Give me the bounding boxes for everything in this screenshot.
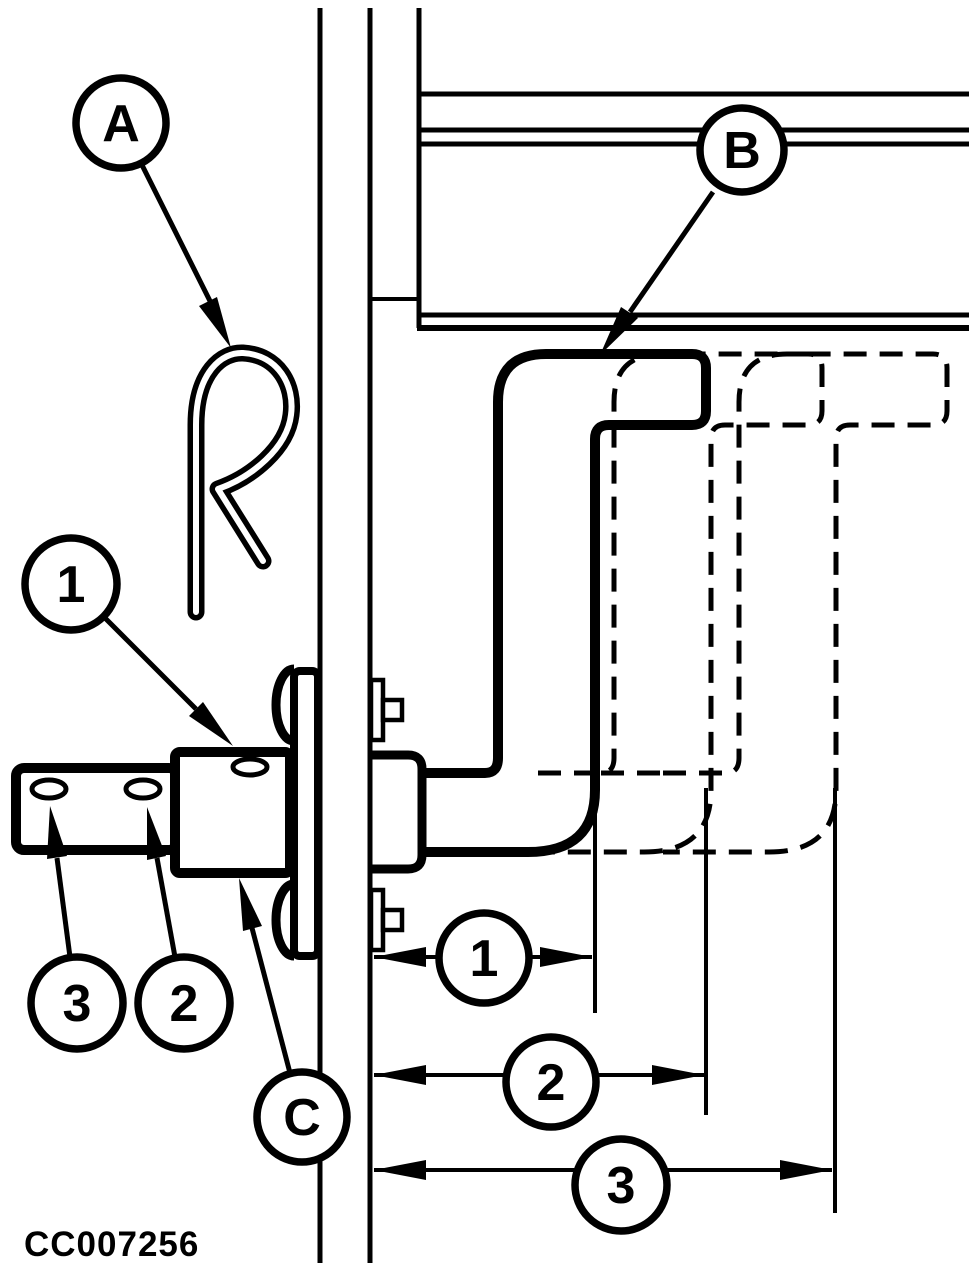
lower-boss	[271, 879, 295, 961]
leader-2	[154, 857, 178, 958]
callout-2: 2	[134, 953, 234, 1053]
dimension-3-badge	[571, 1135, 671, 1235]
callout-b-label: B	[723, 122, 761, 180]
part-code: CC007256	[24, 1225, 199, 1264]
callout-1-label: 1	[57, 556, 86, 614]
dimension-2-arrow-right	[652, 1065, 704, 1085]
leader-a-arrowhead	[199, 297, 231, 348]
leader-a	[138, 161, 214, 305]
callout-2-circle	[134, 953, 234, 1053]
hook-bracket-positions	[422, 354, 947, 852]
leader-b-arrowhead	[600, 307, 638, 355]
callout-3: 3	[27, 953, 127, 1053]
leader-3-arrowhead	[47, 806, 67, 859]
pin-boss	[371, 750, 427, 874]
leader-arrowheads	[47, 297, 638, 931]
frame-rail	[371, 8, 969, 331]
dimension-3-badge-label: 3	[607, 1157, 636, 1215]
r-clip-wire-core	[193, 350, 295, 615]
upper-bolt	[368, 677, 405, 743]
leader-1	[102, 615, 198, 711]
callout-3-circle	[27, 953, 127, 1053]
callout-2-label: 2	[170, 975, 199, 1033]
r-clip-outline	[187, 344, 301, 621]
callout-1-circle	[21, 534, 121, 634]
upper-boss	[271, 664, 295, 746]
callout-c-label: C	[283, 1089, 321, 1147]
lower-bolt	[368, 887, 405, 953]
dimension-1-badge-label: 1	[470, 930, 499, 988]
leader-c	[249, 927, 293, 1074]
callout-1: 1	[21, 534, 121, 634]
dimension-2-badge-label: 2	[537, 1054, 566, 1112]
leader-3	[54, 857, 73, 958]
latch-block-pin-hole	[230, 756, 270, 778]
callout-a-circle	[72, 74, 170, 172]
leader-lines	[54, 161, 716, 1074]
dimension-3: 3	[374, 1135, 832, 1235]
dimension-3-arrow-left	[374, 1160, 426, 1180]
leader-b	[627, 190, 716, 314]
upper-bolt-head	[380, 697, 405, 723]
leader-2-arrowhead	[147, 807, 166, 860]
dimension-1-arrow-right	[540, 947, 592, 967]
dimension-3-arrow-right	[780, 1160, 832, 1180]
dimension-2-badge	[502, 1033, 600, 1131]
callout-c: C	[253, 1068, 351, 1166]
callout-3-label: 3	[63, 975, 92, 1033]
bracket-position-solid	[422, 354, 706, 852]
dimension-1-arrow-left	[374, 947, 426, 967]
mount-plate	[290, 667, 322, 960]
callout-b-circle	[696, 104, 788, 196]
callout-b: B	[696, 104, 788, 196]
leader-c-arrowhead	[239, 878, 262, 931]
drawbar-hole-inner	[123, 777, 163, 801]
r-clip-pin	[187, 344, 301, 621]
bracket-position-dashed-3	[663, 354, 947, 852]
mounting-wall	[317, 8, 373, 1263]
lower-bolt-head	[380, 907, 405, 933]
leader-1-arrowhead	[189, 702, 233, 746]
callout-a-label: A	[102, 95, 140, 153]
drawbar-hole-outer	[29, 777, 69, 801]
dimension-1-badge	[435, 909, 533, 1007]
callout-a: A	[72, 74, 170, 172]
callout-c-circle	[253, 1068, 351, 1166]
dimension-2-arrow-left	[374, 1065, 426, 1085]
dimension-2: 2	[374, 1033, 704, 1131]
extension-lines	[593, 788, 837, 1213]
dimension-1: 1	[374, 909, 592, 1007]
